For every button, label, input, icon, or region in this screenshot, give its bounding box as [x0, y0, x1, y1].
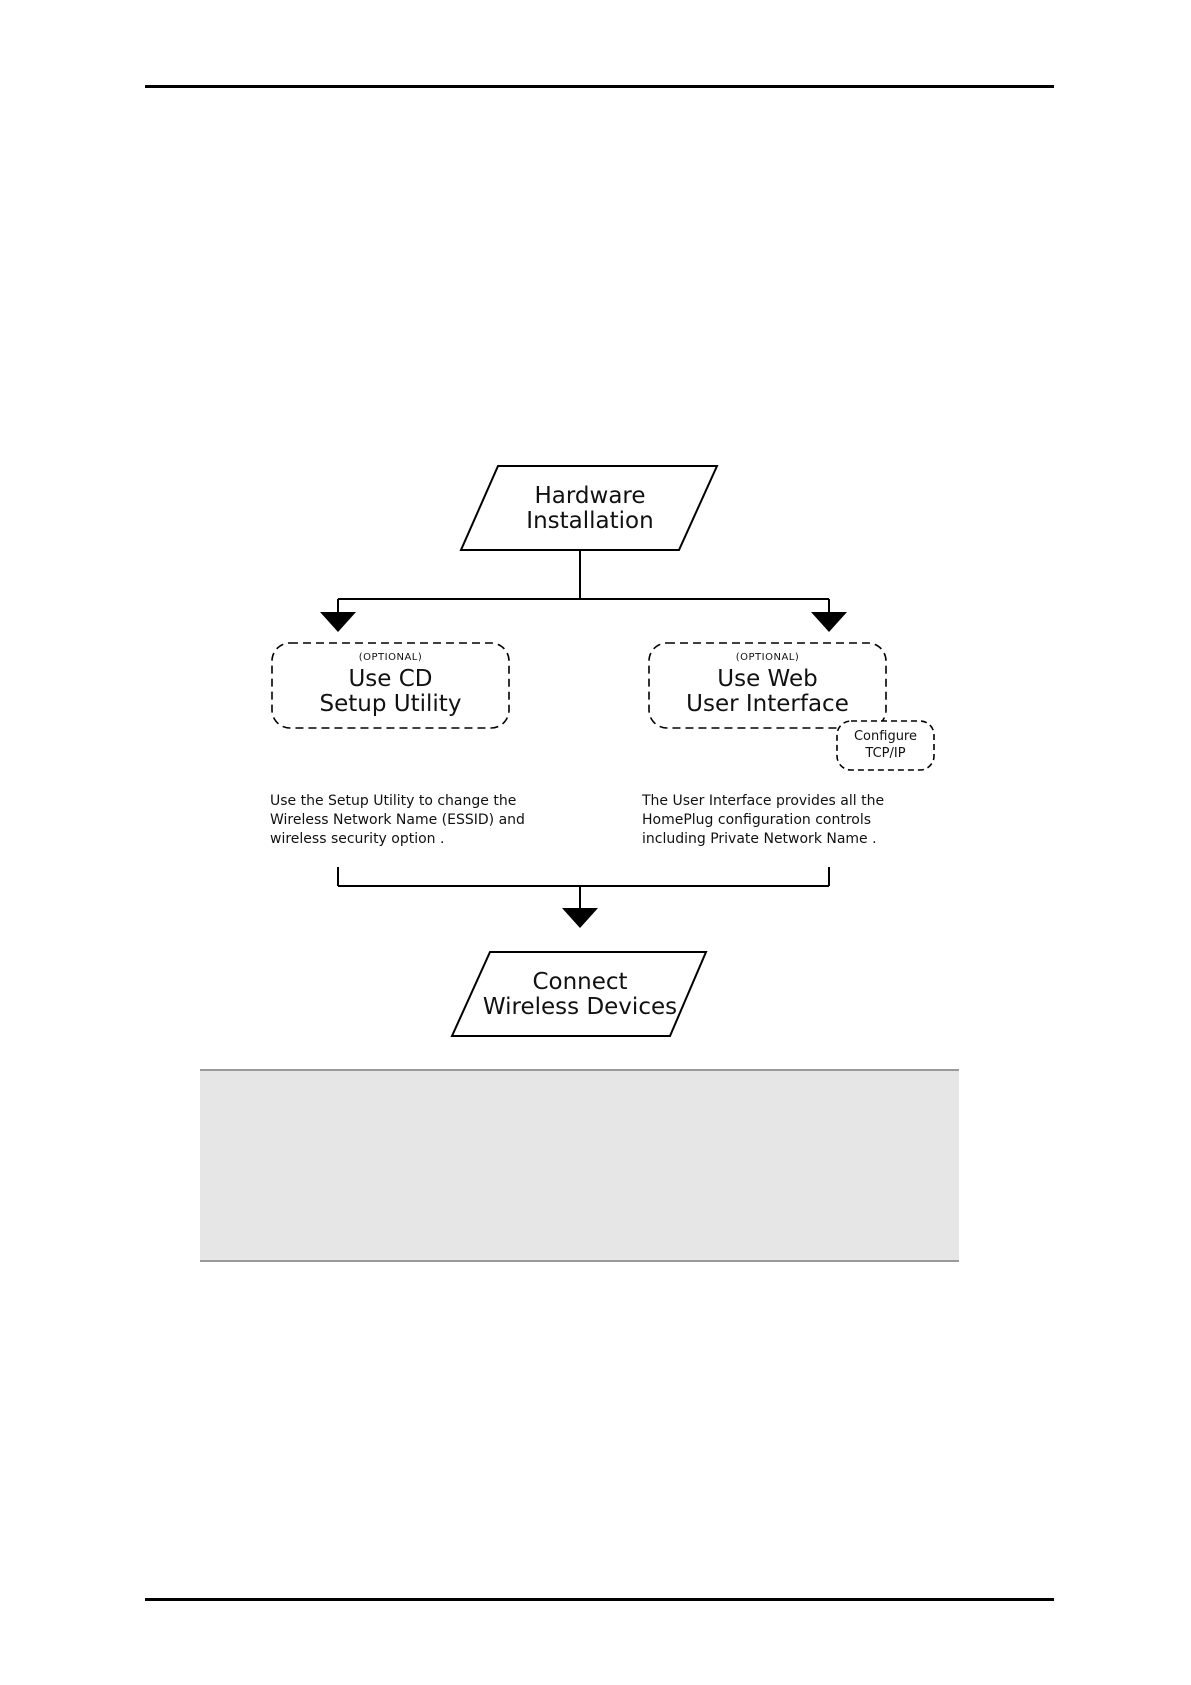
- connect-wireless-devices-label: Connect Wireless Devices: [480, 969, 680, 1021]
- web-user-interface-label: (OPTIONAL) Use Web User Interface: [649, 652, 886, 718]
- cd-setup-utility-label: (OPTIONAL) Use CD Setup Utility: [272, 652, 509, 718]
- left-line1: Use CD: [348, 666, 433, 692]
- end-arrow-head: [562, 908, 598, 928]
- right-line1: Use Web: [717, 666, 818, 692]
- start-line1: Hardware: [534, 483, 646, 509]
- right-optional-tag: (OPTIONAL): [735, 652, 800, 663]
- note-box: [200, 1069, 959, 1262]
- cd-setup-utility-box: [271, 642, 510, 729]
- right-line2: User Interface: [686, 691, 849, 718]
- header-rule: [145, 85, 1054, 88]
- left-description: Use the Setup Utility to change the Wire…: [270, 793, 525, 847]
- right-arrow-head: [811, 612, 847, 632]
- hardware-installation-shape: [459, 465, 719, 551]
- right-description: The User Interface provides all the Home…: [642, 793, 885, 847]
- left-arrow-head: [320, 612, 356, 632]
- end-line2: Wireless Devices: [482, 994, 678, 1021]
- left-line2: Setup Utility: [319, 691, 462, 718]
- web-user-interface-box: [648, 642, 887, 729]
- configure-tcpip-box: [836, 720, 935, 771]
- end-line1: Connect: [532, 969, 628, 995]
- connect-wireless-devices-shape: [450, 951, 708, 1037]
- footer-rule: [145, 1598, 1054, 1601]
- start-line2: Installation: [526, 508, 654, 535]
- left-optional-tag: (OPTIONAL): [358, 652, 423, 663]
- configure-tcpip-label: Configure TCP/IP: [837, 728, 934, 762]
- sub-line1: Configure: [853, 729, 917, 744]
- sub-line2: TCP/IP: [865, 746, 906, 761]
- hardware-installation-label: Hardware Installation: [500, 483, 680, 535]
